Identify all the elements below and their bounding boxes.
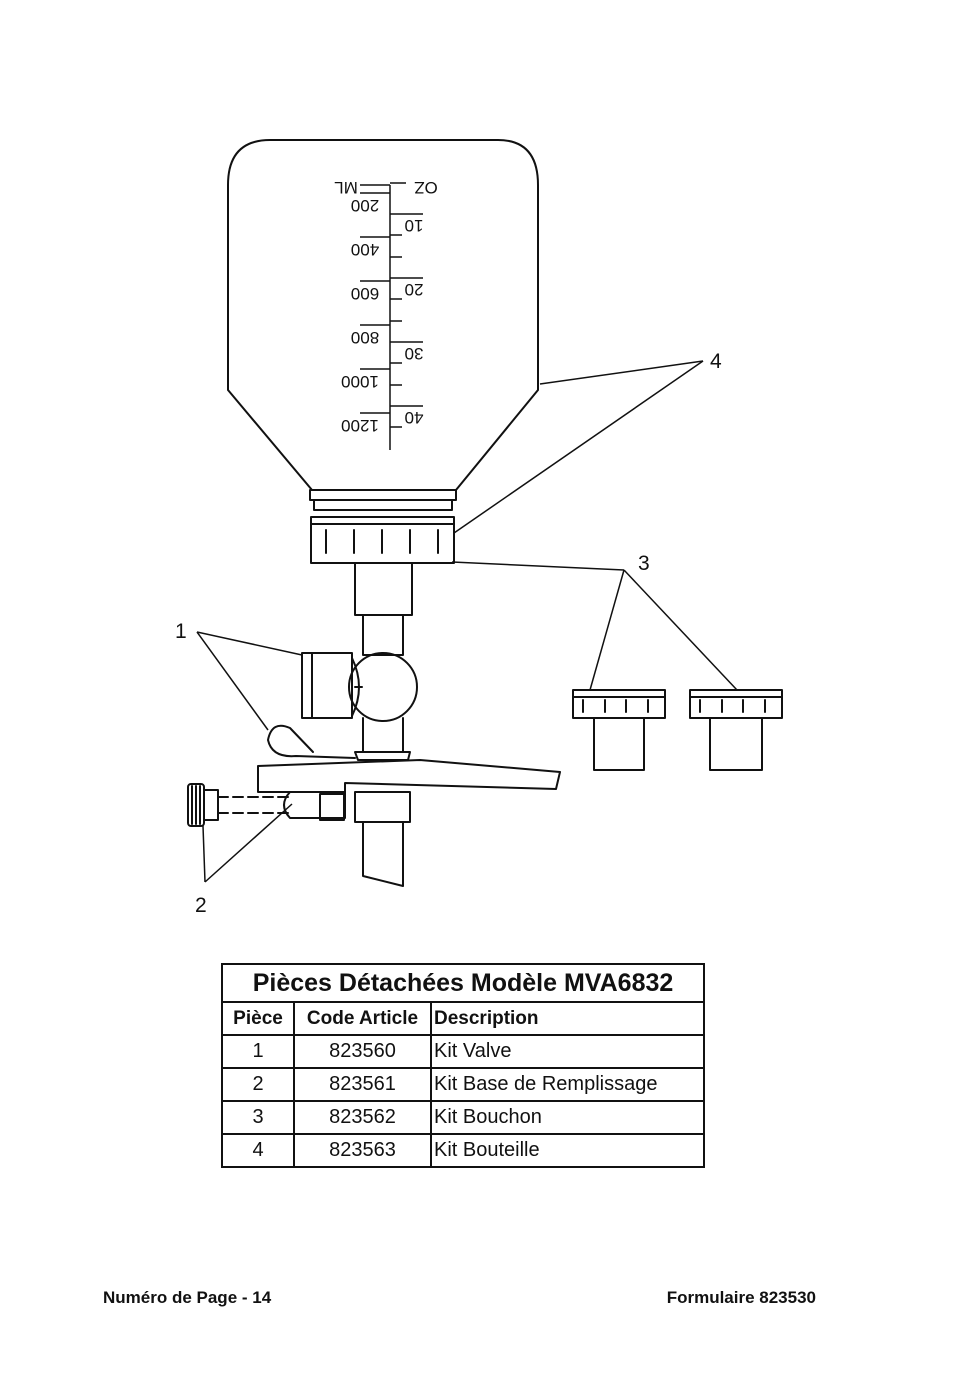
callout-2: 2 <box>195 894 207 917</box>
cell-code: 823562 <box>293 1100 432 1135</box>
table-row: 4 823563 Kit Bouteille <box>221 1133 705 1168</box>
scale-unit-oz: OZ <box>414 178 438 197</box>
retaining-clip <box>267 724 356 759</box>
ml-mark-400: 400 <box>351 240 379 259</box>
bottle-neck-ring <box>309 489 457 501</box>
cell-piece: 2 <box>221 1067 295 1102</box>
cell-piece: 1 <box>221 1034 295 1069</box>
valve-body <box>348 652 418 722</box>
page-number: Numéro de Page - 14 <box>103 1288 272 1307</box>
callout-3: 3 <box>638 552 650 575</box>
ml-mark-1200: 1200 <box>341 416 379 435</box>
scale-unit-ml: ML <box>334 178 358 197</box>
cell-code: 823563 <box>293 1133 432 1168</box>
cell-description: Kit Bouteille <box>430 1133 705 1168</box>
bottle-body <box>227 139 539 491</box>
parts-table-title: Pièces Détachées Modèle MVA6832 <box>221 963 705 1003</box>
cell-description: Kit Base de Remplissage <box>430 1067 705 1102</box>
cell-piece: 3 <box>221 1100 295 1135</box>
cell-description: Kit Bouchon <box>430 1100 705 1135</box>
callout-1: 1 <box>175 620 187 643</box>
parts-table-title-row: Pièces Détachées Modèle MVA6832 <box>221 963 705 1003</box>
form-number: Formulaire 823530 <box>666 1288 816 1307</box>
spare-cap-1 <box>572 689 666 719</box>
table-row: 1 823560 Kit Valve <box>221 1034 705 1069</box>
oz-mark-20: 20 <box>405 280 424 299</box>
parts-diagram: ML OZ 200 400 600 800 1000 1200 10 20 30… <box>175 139 783 917</box>
oz-mark-30: 30 <box>405 344 424 363</box>
header-description: Description <box>430 1001 705 1036</box>
spare-cap-2 <box>689 689 783 719</box>
oz-mark-10: 10 <box>405 216 424 235</box>
cell-description: Kit Valve <box>430 1034 705 1069</box>
oz-mark-40: 40 <box>405 408 424 427</box>
table-row: 3 823562 Kit Bouchon <box>221 1100 705 1135</box>
header-code: Code Article <box>293 1001 432 1036</box>
cell-code: 823560 <box>293 1034 432 1069</box>
ml-mark-800: 800 <box>351 328 379 347</box>
callout-4: 4 <box>710 350 722 373</box>
table-row: 2 823561 Kit Base de Remplissage <box>221 1067 705 1102</box>
ml-mark-1000: 1000 <box>341 372 379 391</box>
cell-code: 823561 <box>293 1067 432 1102</box>
ml-mark-200: 200 <box>351 196 379 215</box>
base-arm <box>257 759 561 793</box>
cell-piece: 4 <box>221 1133 295 1168</box>
header-piece: Pièce <box>221 1001 295 1036</box>
ml-mark-600: 600 <box>351 284 379 303</box>
parts-table: Pièces Détachées Modèle MVA6832 Pièce Co… <box>221 963 705 1168</box>
parts-table-header-row: Pièce Code Article Description <box>221 1001 705 1036</box>
